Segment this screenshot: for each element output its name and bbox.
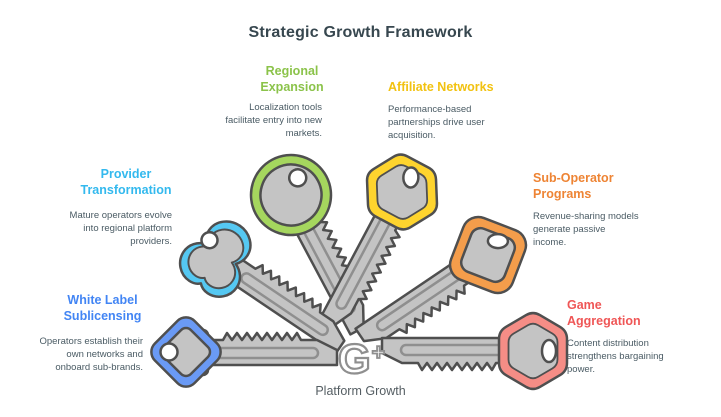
- item-desc-provider-transformation: Mature operators evolve into regional pl…: [69, 210, 172, 248]
- key-provider-transformation-icon: [156, 196, 380, 388]
- item-desc-regional-expansion: Localization tools facilitate entry into…: [225, 102, 322, 140]
- item-desc-white-label-sublicensing: Operators establish their own networks a…: [39, 336, 144, 374]
- key-hole: [486, 232, 510, 250]
- item-title-game-aggregation: Game Aggregation: [567, 298, 641, 328]
- item-title-regional-expansion: Regional Expansion: [260, 64, 324, 94]
- gplus-logo-g: G: [337, 334, 372, 383]
- key-hole: [200, 230, 219, 250]
- item-desc-affiliate-networks: Performance-based partnerships drive use…: [388, 104, 485, 142]
- item-desc-sub-operator-programs: Revenue-sharing models generate passive …: [533, 211, 639, 249]
- key-hole: [159, 342, 179, 362]
- center-label: Platform Growth: [315, 384, 406, 398]
- key-white-label-sublicensing-icon: [141, 307, 351, 397]
- key-game-aggregation-icon: [368, 306, 578, 396]
- item-title-affiliate-networks: Affiliate Networks: [388, 80, 494, 94]
- key-sub-operator-programs-icon: [326, 193, 550, 385]
- key-hole: [402, 166, 420, 189]
- key-affiliate-networks-icon: [285, 131, 463, 359]
- item-title-white-label-sublicensing: White Label Sublicensing: [63, 293, 142, 323]
- gplus-logo-plus: +: [371, 338, 387, 366]
- key-hole: [540, 338, 558, 364]
- page-title: Strategic Growth Framework: [248, 24, 473, 41]
- item-desc-game-aggregation: Content distribution strengthens bargain…: [567, 338, 664, 376]
- item-title-sub-operator-programs: Sub-Operator Programs: [533, 171, 614, 201]
- gplus-logo-icon: G+: [318, 328, 406, 383]
- item-title-provider-transformation: Provider Transformation: [80, 167, 172, 197]
- key-shaft: [354, 251, 484, 343]
- key-groove: [240, 272, 329, 337]
- key-hole: [287, 168, 308, 188]
